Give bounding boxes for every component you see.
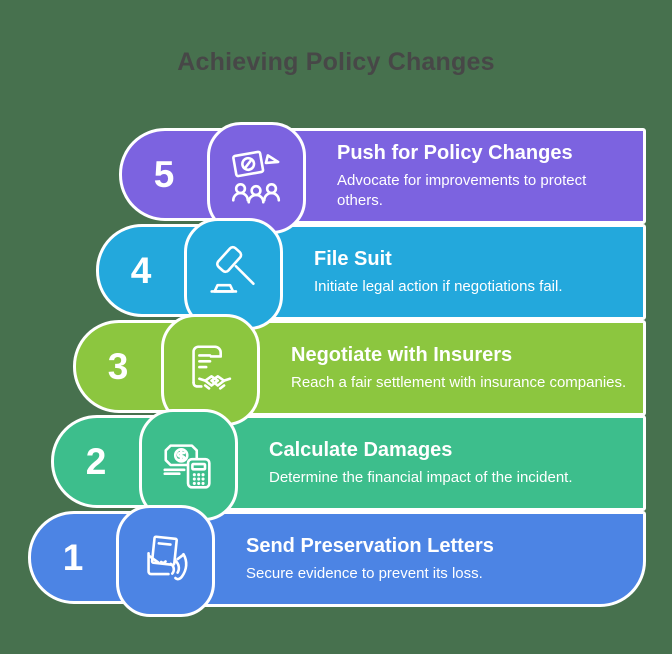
step-card: Push for Policy Changes Advocate for imp… bbox=[249, 128, 646, 224]
step-title: Calculate Damages bbox=[269, 438, 453, 461]
step-icon-box bbox=[184, 218, 283, 330]
step-description: Secure evidence to prevent its loss. bbox=[246, 564, 483, 582]
step-number: 3 bbox=[107, 346, 129, 387]
step-number: 1 bbox=[62, 537, 84, 578]
step-row-3: Negotiate with Insurers Reach a fair set… bbox=[73, 314, 646, 426]
step-icon-box bbox=[207, 122, 306, 234]
step-description: Reach a fair settlement with insurance c… bbox=[291, 373, 627, 391]
step-title: File Suit bbox=[314, 247, 392, 270]
step-row-1: Send Preservation Letters Secure evidenc… bbox=[28, 505, 646, 617]
step-row-4: File Suit Initiate legal action if negot… bbox=[96, 218, 646, 330]
page-title: Achieving Policy Changes bbox=[177, 48, 495, 76]
step-icon-box bbox=[139, 409, 238, 521]
step-description: Advocate for improvements to protect oth… bbox=[337, 171, 587, 209]
protest-icon bbox=[226, 147, 288, 209]
step-description: Determine the financial impact of the in… bbox=[269, 468, 573, 486]
money-calculator-icon bbox=[158, 434, 220, 496]
step-title: Negotiate with Insurers bbox=[291, 343, 513, 366]
step-title: Send Preservation Letters bbox=[246, 534, 494, 557]
step-description: Initiate legal action if negotiations fa… bbox=[314, 277, 563, 295]
envelope-hand-icon bbox=[135, 530, 197, 592]
step-card: File Suit Initiate legal action if negot… bbox=[226, 224, 646, 320]
step-title: Push for Policy Changes bbox=[337, 141, 573, 164]
step-card: Send Preservation Letters Secure evidenc… bbox=[158, 511, 646, 607]
step-icon-box bbox=[161, 314, 260, 426]
step-number: 2 bbox=[85, 441, 107, 482]
gavel-icon bbox=[203, 243, 265, 305]
step-icon-box bbox=[116, 505, 215, 617]
step-number: 5 bbox=[153, 154, 175, 195]
step-card: Negotiate with Insurers Reach a fair set… bbox=[203, 320, 646, 416]
step-row-2: Calculate Damages Determine the financia… bbox=[51, 409, 646, 521]
step-number: 4 bbox=[130, 250, 152, 291]
step-row-5: Push for Policy Changes Advocate for imp… bbox=[119, 122, 646, 234]
document-handshake-icon bbox=[180, 339, 242, 401]
step-card: Calculate Damages Determine the financia… bbox=[181, 415, 646, 511]
